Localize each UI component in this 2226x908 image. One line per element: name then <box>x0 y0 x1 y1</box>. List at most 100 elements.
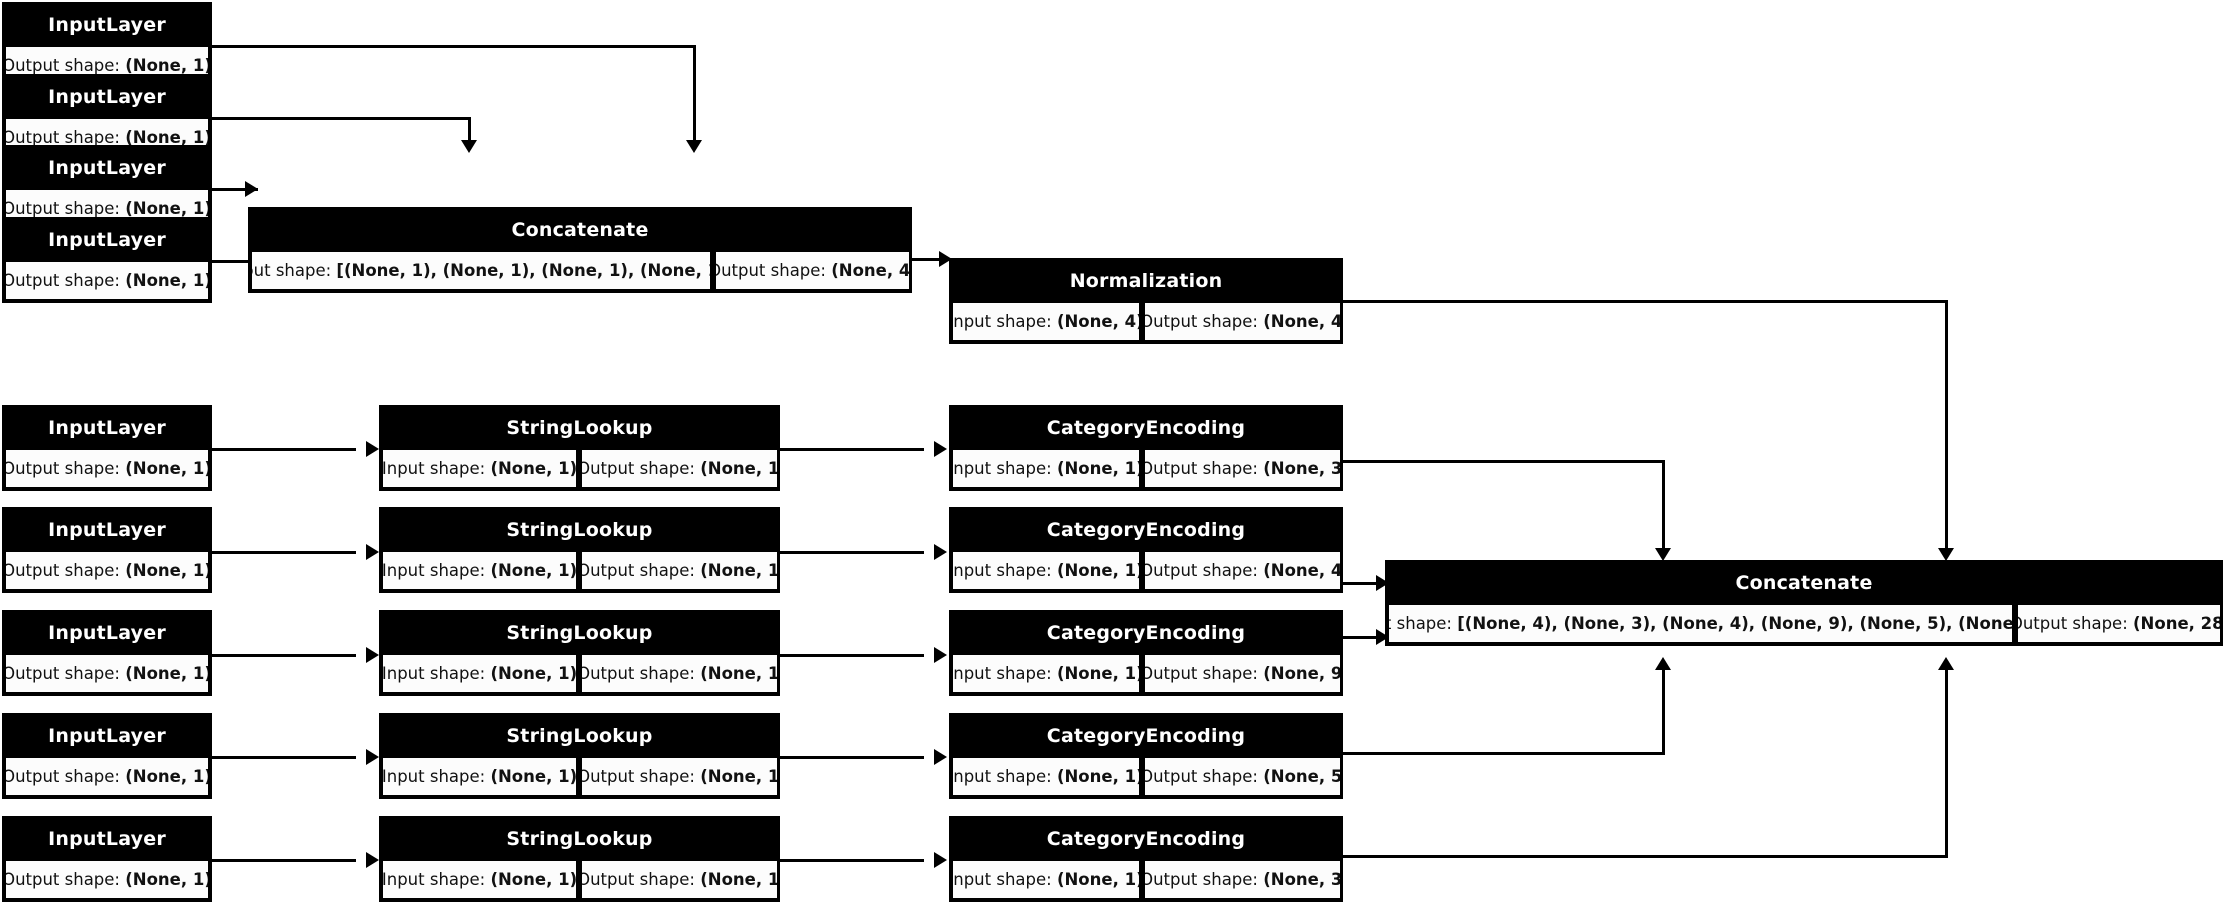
output-shape-label: Output shape: <box>5 271 120 290</box>
node-inputlayer-cat-1[interactable]: InputLayer Output shape: (None, 1) <box>2 405 212 491</box>
node-title: StringLookup <box>382 408 777 449</box>
input-shape-value: (None, 1) <box>490 459 577 478</box>
edge-row3-lookup-encoding <box>780 654 924 657</box>
output-shape-cell: Output shape: (None, 9) <box>1144 654 1340 693</box>
output-shape-cell: Output shape: (None, 28) <box>2017 604 2220 643</box>
node-categoryencoding-1[interactable]: CategoryEncoding Input shape: (None, 1) … <box>949 405 1343 491</box>
edge-row4-input-lookup <box>212 756 356 759</box>
arrowhead-row1-lookup <box>366 441 379 457</box>
output-shape-value: (None, 1) <box>125 870 209 889</box>
input-shape-value: (None, 1) <box>1056 767 1140 786</box>
arrowhead-row4-concat <box>1655 657 1671 670</box>
node-stringlookup-3[interactable]: StringLookup Input shape: (None, 1) Outp… <box>379 610 780 696</box>
edge-row4-encoding-concat-v <box>1662 668 1665 755</box>
output-shape-cell: Output shape: (None, 3) <box>1144 449 1340 488</box>
node-inputlayer-cat-3[interactable]: InputLayer Output shape: (None, 1) <box>2 610 212 696</box>
output-shape-label: Output shape: <box>5 664 120 683</box>
output-shape-label: Output shape: <box>581 870 695 889</box>
node-title: InputLayer <box>5 613 209 654</box>
output-shape-label: Output shape: <box>5 128 120 147</box>
output-shape-label: Output shape: <box>1144 767 1258 786</box>
edge-row4-encoding-concat-h <box>1343 752 1665 755</box>
node-categoryencoding-2[interactable]: CategoryEncoding Input shape: (None, 1) … <box>949 507 1343 593</box>
edge-input2-h <box>212 117 471 120</box>
edge-row3-input-lookup <box>212 654 356 657</box>
node-categoryencoding-5[interactable]: CategoryEncoding Input shape: (None, 1) … <box>949 816 1343 902</box>
output-shape-label: Output shape: <box>1144 870 1258 889</box>
node-title: StringLookup <box>382 613 777 654</box>
edge-input3-h <box>212 188 258 191</box>
input-shape-label: Input shape: <box>952 664 1052 683</box>
node-title: InputLayer <box>5 220 209 261</box>
output-shape-cell: Output shape: (None, 5) <box>1144 757 1343 796</box>
node-inputlayer-cat-4[interactable]: InputLayer Output shape: (None, 1) <box>2 713 212 799</box>
node-stringlookup-1[interactable]: StringLookup Input shape: (None, 1) Outp… <box>379 405 780 491</box>
output-shape-value: (None, 1) <box>125 459 209 478</box>
edge-row1-input-lookup <box>212 448 356 451</box>
node-title: StringLookup <box>382 716 777 757</box>
node-inputlayer-cat-2[interactable]: InputLayer Output shape: (None, 1) <box>2 507 212 593</box>
output-shape-label: Output shape: <box>5 459 120 478</box>
arrowhead-row1-concat <box>1655 548 1671 561</box>
input-shape-label: Input shape: <box>1389 614 1452 633</box>
edge-row4-lookup-encoding <box>780 756 924 759</box>
output-shape-value: (None, 1) <box>125 767 209 786</box>
input-shape-label: Input shape: <box>382 664 486 683</box>
output-shape-label: Output shape: <box>5 56 120 75</box>
input-shape-label: Input shape: <box>952 561 1052 580</box>
output-shape-value: (None, 1) <box>125 271 209 290</box>
node-concatenate-numeric[interactable]: Concatenate Input shape: [(None, 1), (No… <box>248 207 912 293</box>
output-shape-cell: Output shape: (None, 4) <box>1144 302 1340 341</box>
output-shape-value: (None, 4) <box>831 261 911 280</box>
output-shape-cell: Output shape: (None, 1) <box>5 757 209 796</box>
input-shape-value: (None, 1) <box>1056 870 1140 889</box>
output-shape-value: (None, 1) <box>700 767 780 786</box>
output-shape-value: (None, 5) <box>1263 767 1343 786</box>
edge-row2-encoding-concat <box>1343 582 1389 585</box>
input-shape-cell: Input shape: (None, 4) <box>952 302 1140 341</box>
input-shape-cell: Input shape: (None, 1) <box>952 449 1140 488</box>
input-shape-label: Input shape: <box>952 870 1052 889</box>
edge-row5-input-lookup <box>212 859 356 862</box>
node-inputlayer-cat-5[interactable]: InputLayer Output shape: (None, 1) <box>2 816 212 902</box>
output-shape-cell: Output shape: (None, 1) <box>581 654 777 693</box>
output-shape-cell: Output shape: (None, 4) <box>715 251 911 290</box>
node-title: CategoryEncoding <box>952 408 1340 449</box>
node-concatenate-final[interactable]: Concatenate Input shape: [(None, 4), (No… <box>1385 560 2223 646</box>
output-shape-value: (None, 1) <box>700 870 780 889</box>
node-categoryencoding-3[interactable]: CategoryEncoding Input shape: (None, 1) … <box>949 610 1343 696</box>
node-inputlayer-3[interactable]: InputLayer Output shape: (None, 1) <box>2 145 212 231</box>
node-title: InputLayer <box>5 716 209 757</box>
input-shape-cell: Input shape: (None, 1) <box>952 860 1140 899</box>
node-stringlookup-4[interactable]: StringLookup Input shape: (None, 1) Outp… <box>379 713 780 799</box>
output-shape-cell: Output shape: (None, 1) <box>581 757 780 796</box>
edge-row5-encoding-concat-h <box>1343 855 1948 858</box>
output-shape-value: (None, 1) <box>125 56 209 75</box>
input-shape-label: Input shape: <box>382 459 486 478</box>
output-shape-label: Output shape: <box>1144 312 1258 331</box>
input-shape-cell: Input shape: (None, 1) <box>382 757 577 796</box>
node-title: CategoryEncoding <box>952 819 1340 860</box>
input-shape-label: Input shape: <box>952 312 1052 331</box>
output-shape-cell: Output shape: (None, 1) <box>5 551 209 590</box>
node-title: InputLayer <box>5 510 209 551</box>
node-stringlookup-5[interactable]: StringLookup Input shape: (None, 1) Outp… <box>379 816 780 902</box>
node-title: StringLookup <box>382 510 777 551</box>
output-shape-cell: Output shape: (None, 1) <box>581 860 780 899</box>
edge-row1-encoding-concat-h <box>1343 460 1665 463</box>
node-normalization[interactable]: Normalization Input shape: (None, 4) Out… <box>949 258 1343 344</box>
node-inputlayer-4[interactable]: InputLayer Output shape: (None, 1) <box>2 217 212 303</box>
output-shape-value: (None, 1) <box>700 561 780 580</box>
arrowhead-row5-lookup <box>366 852 379 868</box>
input-shape-value: [(None, 1), (None, 1), (None, 1), (None,… <box>336 261 711 280</box>
output-shape-label: Output shape: <box>2017 614 2128 633</box>
edge-row1-encoding-concat-v <box>1662 460 1665 550</box>
node-categoryencoding-4[interactable]: CategoryEncoding Input shape: (None, 1) … <box>949 713 1343 799</box>
input-shape-value: [(None, 4), (None, 3), (None, 4), (None,… <box>1457 614 2013 633</box>
output-shape-label: Output shape: <box>5 199 120 218</box>
node-stringlookup-2[interactable]: StringLookup Input shape: (None, 1) Outp… <box>379 507 780 593</box>
output-shape-label: Output shape: <box>715 261 826 280</box>
arrowhead-row3-lookup <box>366 647 379 663</box>
output-shape-label: Output shape: <box>5 767 120 786</box>
edge-row5-encoding-concat-v <box>1945 668 1948 858</box>
